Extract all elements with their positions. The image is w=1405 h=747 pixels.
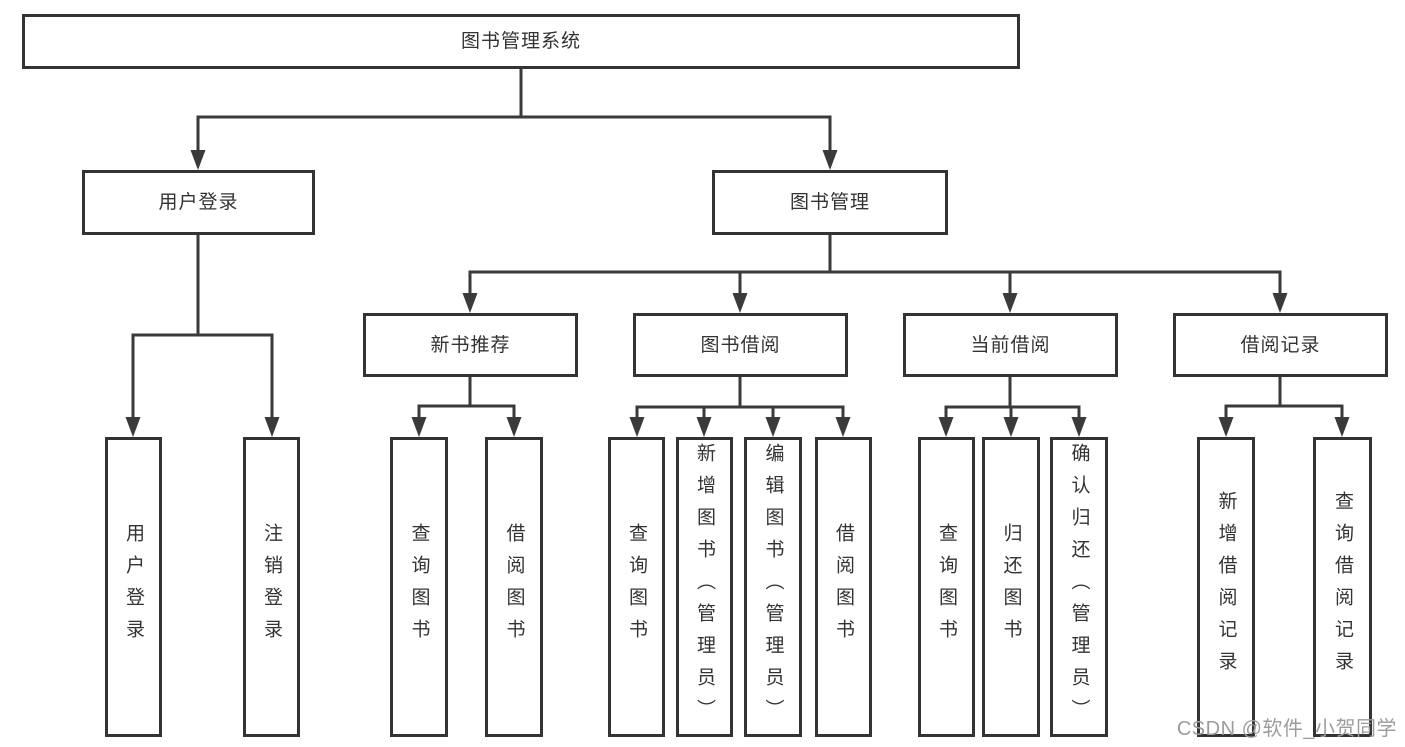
node-label: 用户登录 xyxy=(123,523,144,651)
connector-borrowing-records-to-leaves xyxy=(1218,377,1350,437)
node-leaf-query-borrow-record: 查询借阅记录 xyxy=(1313,437,1372,737)
node-leaf-logout: 注销登录 xyxy=(243,437,300,737)
node-label: 借阅图书 xyxy=(833,523,854,651)
node-label: 查询借阅记录 xyxy=(1332,491,1353,683)
node-label: 借阅图书 xyxy=(503,523,525,651)
node-leaf-query-books-current: 查询图书 xyxy=(918,437,975,737)
connector-current-borrowing-to-leaves xyxy=(938,377,1087,437)
node-leaf-add-borrow-record: 新增借阅记录 xyxy=(1197,437,1255,737)
node-label: 注销登录 xyxy=(261,523,282,651)
node-user-login: 用户登录 xyxy=(82,170,315,235)
node-book-borrowing: 图书借阅 xyxy=(633,313,848,377)
node-label: 查询图书 xyxy=(936,523,957,651)
node-leaf-add-book-admin: 新增图书（管理员） xyxy=(676,437,733,737)
node-current-borrowing: 当前借阅 xyxy=(903,313,1118,377)
node-book-management: 图书管理 xyxy=(712,170,948,235)
watermark: CSDN @软件_小贺同学 xyxy=(1176,718,1397,740)
node-label: 图书借阅 xyxy=(700,334,781,356)
node-leaf-query-books-borrowing: 查询图书 xyxy=(608,437,665,737)
node-label: 当前借阅 xyxy=(970,334,1051,356)
node-label: 图书管理 xyxy=(789,192,870,213)
node-leaf-user-login: 用户登录 xyxy=(105,437,162,737)
node-label: 编辑图书（管理员） xyxy=(762,443,784,731)
node-leaf-query-books-recommend: 查询图书 xyxy=(390,437,448,737)
node-borrowing-records: 借阅记录 xyxy=(1173,313,1388,377)
node-label: 图书管理系统 xyxy=(460,31,581,52)
node-label: 确认归还（管理员） xyxy=(1068,443,1090,731)
node-leaf-return-books: 归还图书 xyxy=(982,437,1040,737)
connector-user-login-to-leaves xyxy=(125,235,280,437)
node-new-book-recommendation: 新书推荐 xyxy=(363,313,578,377)
node-leaf-borrow-books-recommend: 借阅图书 xyxy=(485,437,543,737)
node-label: 借阅记录 xyxy=(1240,334,1321,356)
connector-new-book-recommendation-to-leaves xyxy=(411,377,522,437)
node-label: 新增借阅记录 xyxy=(1215,491,1237,683)
connector-root-to-level1 xyxy=(190,69,838,170)
node-label: 用户登录 xyxy=(158,192,239,213)
node-leaf-edit-book-admin: 编辑图书（管理员） xyxy=(744,437,802,737)
connector-book-borrowing-to-leaves xyxy=(629,377,851,437)
node-label: 查询图书 xyxy=(626,523,647,651)
node-label: 查询图书 xyxy=(408,523,430,651)
node-leaf-borrow-books: 借阅图书 xyxy=(815,437,872,737)
node-leaf-confirm-return-admin: 确认归还（管理员） xyxy=(1050,437,1108,737)
node-label: 归还图书 xyxy=(1000,523,1022,651)
connector-book-management-to-level2 xyxy=(462,235,1288,313)
node-label: 新增图书（管理员） xyxy=(694,443,715,731)
node-label: 新书推荐 xyxy=(430,334,511,356)
node-library-management-system: 图书管理系统 xyxy=(22,14,1020,69)
